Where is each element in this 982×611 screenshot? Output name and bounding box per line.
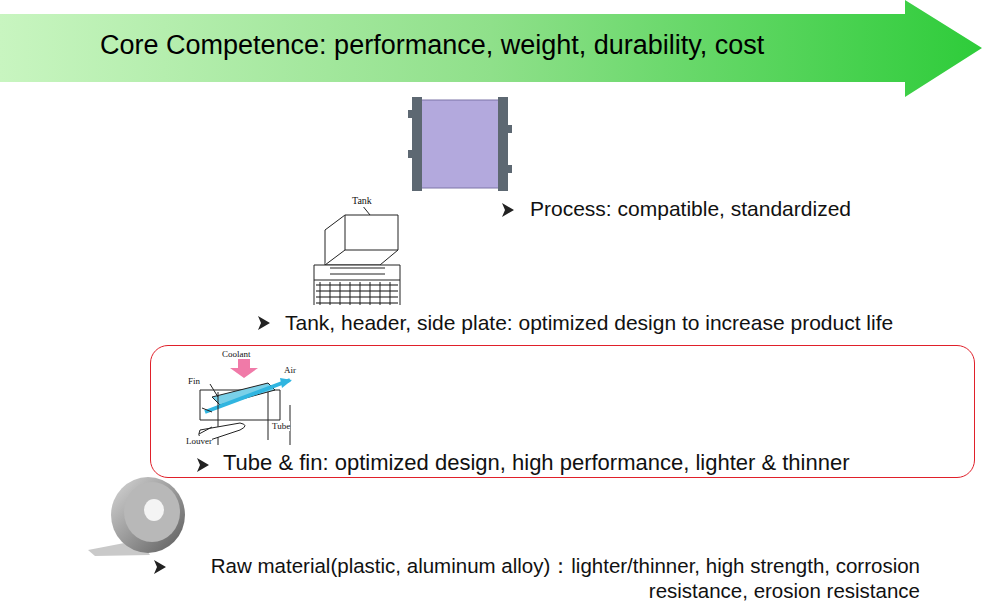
part-name: Coolant — [222, 349, 251, 359]
box-text: Tube & fin: optimized design, high perfo… — [223, 450, 850, 475]
bullet-text: Raw material(plastic, aluminum alloy)：li… — [178, 554, 920, 603]
coil-figure — [88, 477, 185, 556]
highlight-box: Tube & fin: optimized design, high perfo… — [150, 345, 975, 478]
bullet-text: Tank, header, side plate: optimized desi… — [285, 311, 893, 335]
part-name: Air — [284, 365, 296, 375]
radiator-figure — [408, 97, 512, 191]
banner-arrow — [0, 0, 982, 97]
bullet-text: Process: compatible, standardized — [530, 197, 851, 221]
tube-fin-figure — [199, 352, 292, 445]
tank-figure — [314, 205, 400, 305]
part-name: Tube — [272, 421, 290, 431]
part-name: Tank — [352, 195, 372, 207]
bullet-mark — [154, 203, 514, 574]
part-name: Louver — [186, 436, 212, 446]
part-name: Fin — [188, 376, 200, 386]
banner-title: Core Competence: performance, weight, du… — [100, 30, 764, 61]
